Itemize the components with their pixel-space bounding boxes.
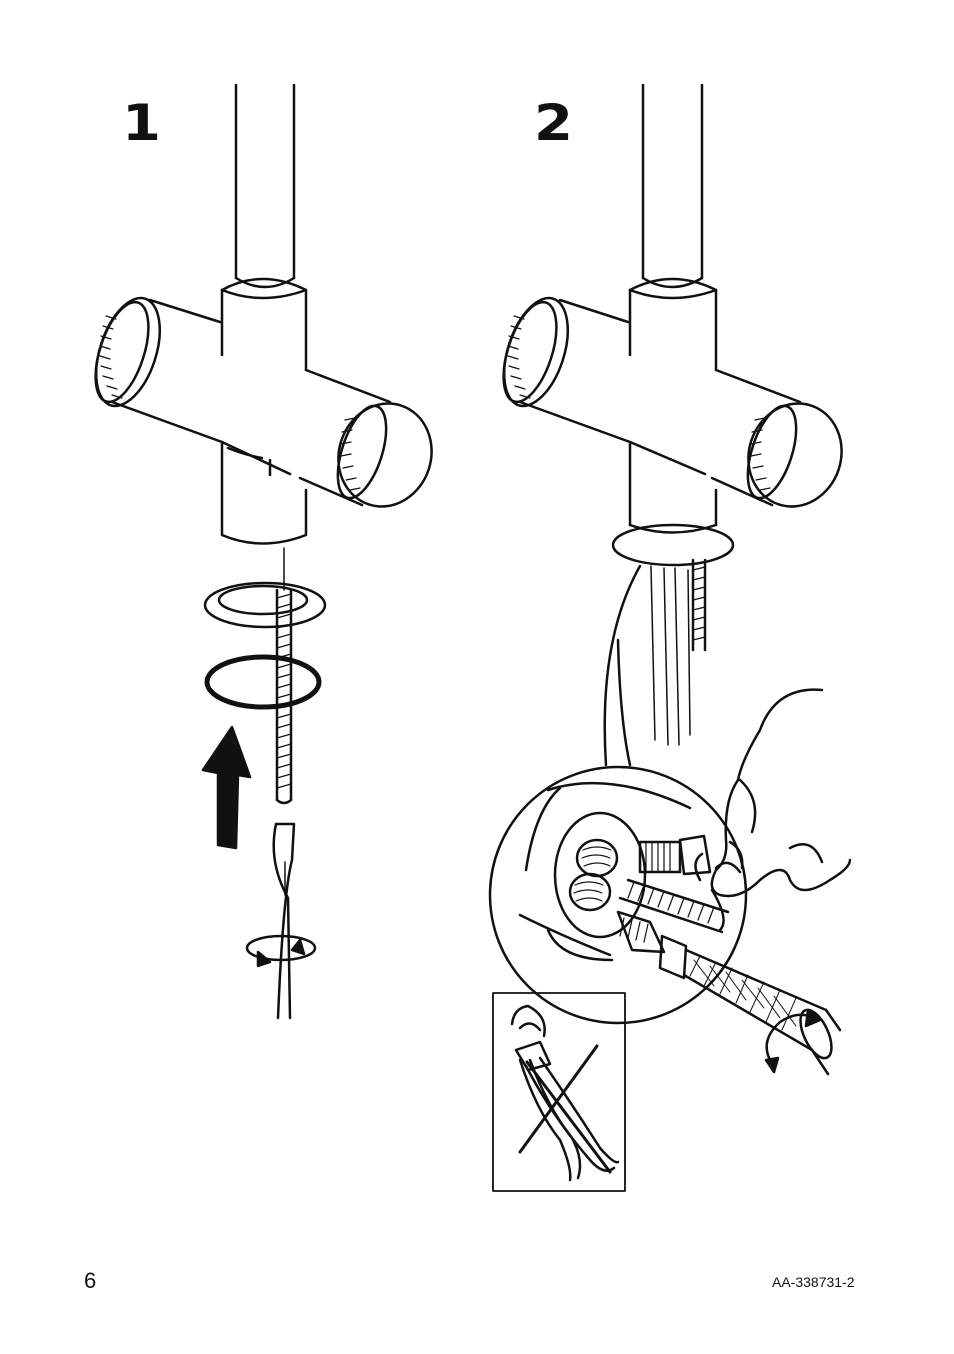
faucet-body-icon [492,85,855,525]
up-arrow-icon [203,727,250,848]
hose-connection-icon [490,767,746,1023]
braided-hose-icon [618,912,840,1074]
threaded-rod-icon [651,560,705,745]
faucet-body-icon [84,85,445,544]
washer-ring-icon [205,583,325,627]
hand-icon [695,690,850,930]
document-code: AA-338731-2 [772,1274,855,1290]
screwdriver-icon [274,824,294,1018]
rotation-arrow-icon [766,1010,820,1072]
o-ring-icon [207,657,319,707]
base-washer-icon [613,525,733,565]
page-number: 6 [84,1268,96,1294]
